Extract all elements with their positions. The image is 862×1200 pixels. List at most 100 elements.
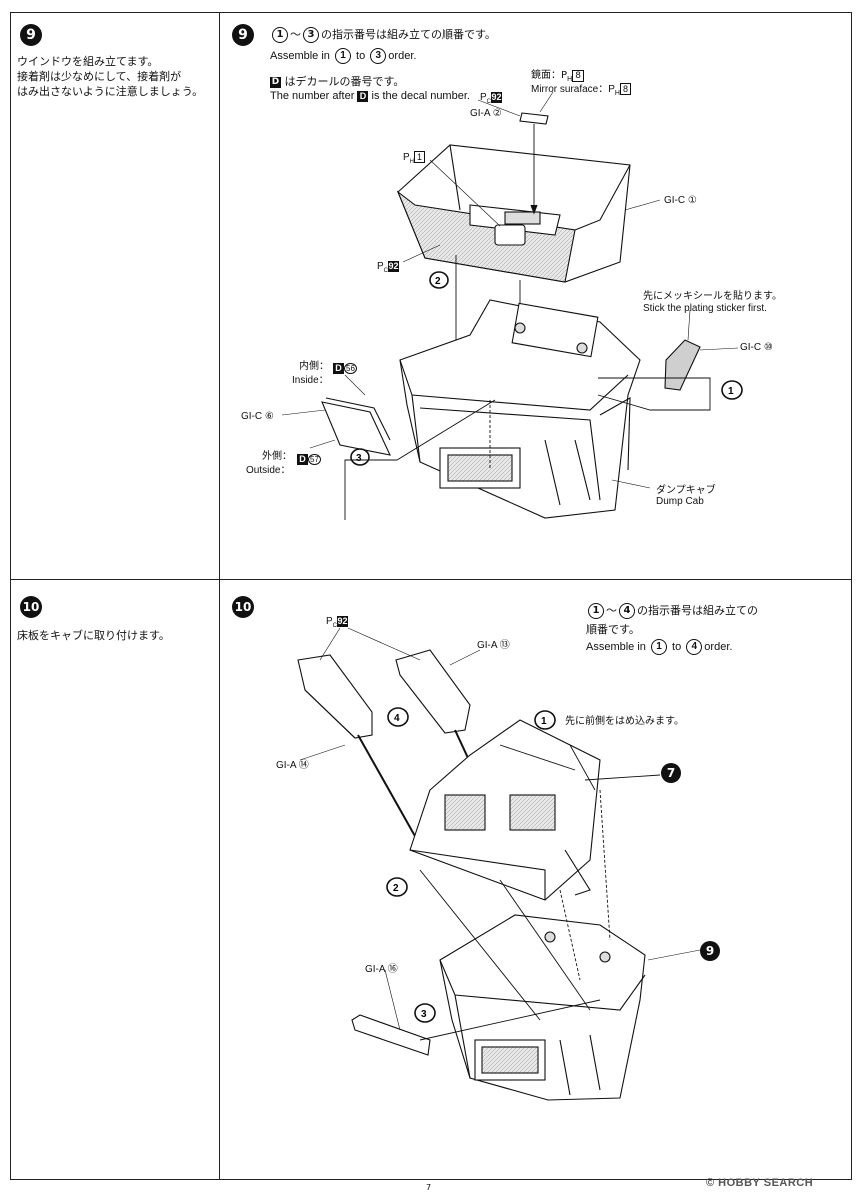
order10-en-end: 4 — [686, 639, 703, 655]
watermark: © HOBBY SEARCH — [706, 1177, 814, 1189]
order10-en-tail: order. — [704, 640, 733, 653]
order-en-tail: order. — [388, 49, 417, 62]
dump-cab-label-jp: ダンプキャブ — [656, 485, 716, 496]
decal-56-icon: D — [333, 363, 344, 374]
page-frame — [10, 12, 852, 1180]
outside-label-en: Outside： — [246, 465, 291, 476]
plating-note-en: Stick the plating sticker first. — [643, 303, 767, 314]
page-number: 7 — [426, 1183, 432, 1192]
order-jp-tail: の指示番号は組み立ての順番です。 — [321, 28, 496, 41]
arrow-4-step10 — [387, 707, 409, 727]
step-9-text-line-1: ウインドウを組み立てます。 — [17, 55, 159, 68]
front-first-note: 先に前側をはめ込みます。 — [565, 716, 684, 727]
gi-a-16-label: GI-A ⑯ — [365, 964, 398, 975]
arrow-2-step10 — [386, 877, 408, 897]
column-divider — [219, 12, 221, 1180]
decal-en-tail: is the decal number. — [371, 90, 470, 102]
arrow-label-1-10: 1 — [541, 716, 547, 727]
arrow-3-step10 — [414, 1003, 436, 1023]
decal-57-icon: D — [297, 454, 308, 465]
ref-step-9-badge: 9 — [700, 941, 720, 961]
step-9-text-line-3: はみ出さないように注意しましょう。 — [17, 85, 204, 98]
pc-92-mid-number: 92 — [388, 261, 400, 272]
step-9-badge: 9 — [20, 24, 42, 46]
window-part — [396, 144, 631, 283]
dump-cab-label-en: Dump Cab — [656, 496, 704, 507]
plating-note-jp: 先にメッキシールを貼ります。 — [643, 291, 782, 302]
decal-icon: D — [270, 76, 281, 88]
order-en-mid: to — [356, 49, 366, 62]
pc-92-label-10: PC92 — [326, 616, 349, 630]
decal-57-number: 57 — [308, 454, 321, 466]
arrow-1-step9 — [721, 380, 743, 400]
gi-c-1-label: GI-C ① — [664, 195, 697, 206]
gi-a-14-part — [297, 654, 373, 739]
order10-en-start: 1 — [650, 639, 667, 655]
gi-a-14-label: GI-A ⑭ — [276, 760, 309, 771]
pc-92-number: 92 — [491, 92, 503, 103]
mirror-num: 8 — [572, 70, 585, 82]
side-window — [321, 397, 391, 456]
leader — [477, 99, 521, 117]
mirror-part — [519, 112, 549, 215]
arrow-2-step9 — [429, 271, 449, 289]
decal-note-jp: D はデカールの番号です。 — [270, 74, 404, 89]
dump-cab — [399, 299, 641, 519]
decal-jp-text: はデカールの番号です。 — [284, 75, 405, 88]
mirror-en-sub: H — [614, 90, 620, 97]
arrow-label-1: 1 — [728, 386, 734, 397]
row-divider — [10, 579, 852, 581]
arrow-3-step9 — [350, 448, 370, 466]
decal-icon-en: D — [357, 90, 369, 102]
step-10-text: 床板をキャブに取り付けます。 — [17, 629, 170, 642]
decal-note-en: The number after D is the decal number. — [270, 89, 470, 104]
step-9-text-line-2: 接着剤は少なめにして、接着剤が — [17, 70, 182, 83]
order-end-num: 3 — [303, 27, 319, 43]
decal-56-number: 56 — [344, 363, 357, 375]
mirror-jp-text: 鏡面：P — [531, 70, 568, 81]
plating-sticker — [664, 339, 701, 391]
inside-label-jp: 内側： — [299, 361, 329, 372]
step-10-badge: 10 — [20, 596, 42, 618]
order-start-num: 1 — [272, 27, 288, 43]
order10-en-mid: to — [672, 640, 682, 653]
gi-a-2-label: GI-A ② — [470, 108, 502, 119]
step-9-badge-right: 9 — [232, 24, 254, 46]
ph-1-number: 1 — [414, 151, 426, 163]
ref-step-7-badge: 7 — [661, 763, 681, 783]
order-en-prefix: Assemble in — [270, 49, 330, 62]
gi-a-16-part — [351, 1014, 431, 1056]
order10-en-prefix: Assemble in — [586, 640, 646, 653]
pc-92-label-mid: PC92 — [377, 261, 400, 275]
gi-c-6-label: GI-C ⑥ — [241, 411, 274, 422]
pc-92-label-top: PC92 — [480, 92, 503, 106]
decal-en-prefix: The number after — [270, 90, 355, 102]
gi-a-13-label: GI-A ⑬ — [477, 640, 510, 651]
pc-92-10-number: 92 — [337, 616, 349, 627]
arrow-label-3-10: 3 — [421, 1009, 427, 1020]
gi-c-10-label: GI-C ⑩ — [740, 342, 773, 353]
step-10-badge-right: 10 — [232, 596, 254, 618]
order-en-start: 1 — [334, 48, 351, 64]
arrow-label-2: 2 — [435, 276, 441, 287]
arrow-label-3: 3 — [356, 453, 362, 464]
order10-jp-tail: の指示番号は組み立ての — [637, 604, 758, 617]
order10-start: 1 — [588, 603, 604, 619]
arrow-1-step10 — [534, 710, 556, 730]
gi-a-13-part — [395, 649, 471, 734]
cab-step10 — [439, 914, 646, 1101]
floor-board — [409, 719, 601, 901]
mirror-jp-sub: H — [567, 75, 573, 83]
mirror-num-en: 8 — [619, 83, 631, 95]
arrow-label-2-10: 2 — [393, 883, 399, 894]
